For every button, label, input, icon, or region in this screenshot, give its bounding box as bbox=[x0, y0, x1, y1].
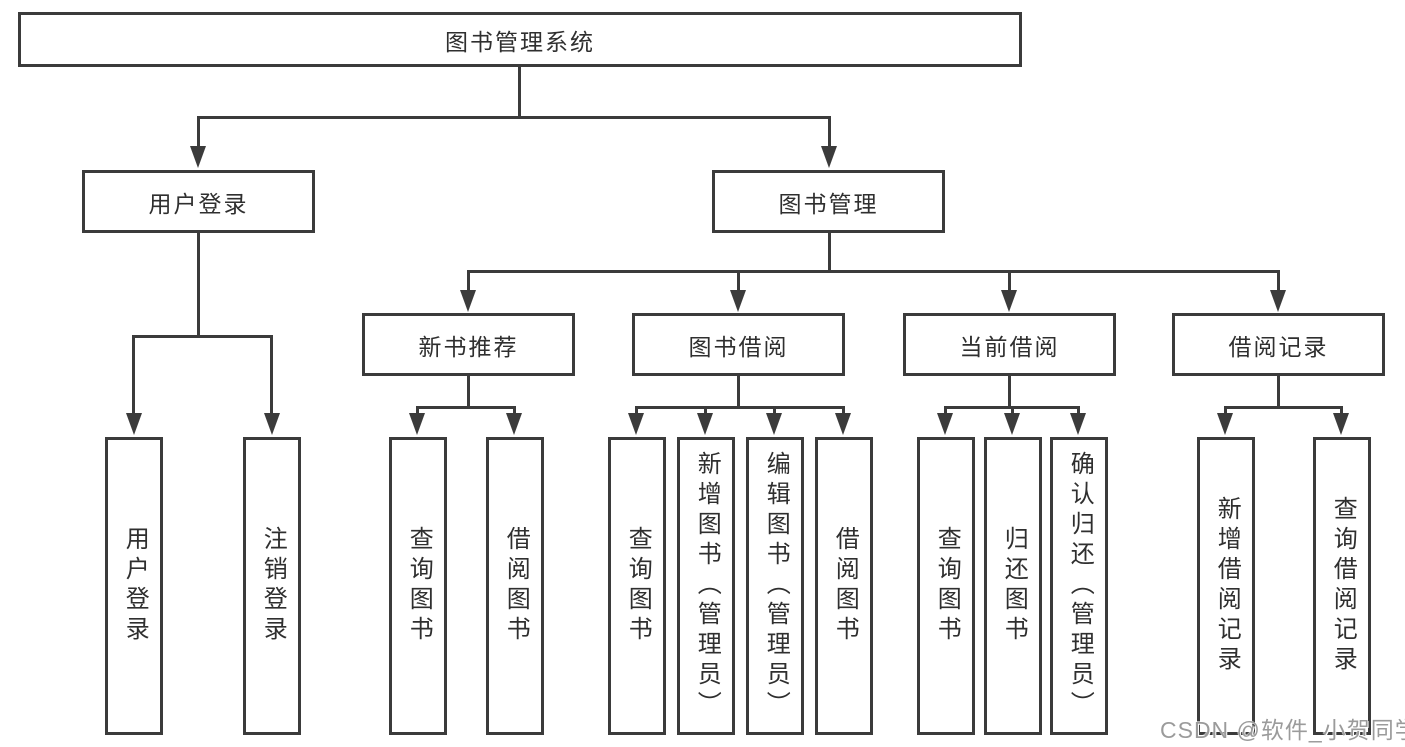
connector-line bbox=[416, 407, 419, 416]
leaf-borrow-books-borrowing: 借阅图书 bbox=[815, 437, 873, 735]
connector-line bbox=[1224, 406, 1343, 409]
connector-line bbox=[635, 407, 638, 416]
connector-line bbox=[828, 118, 831, 150]
leaf-query-borrow-record: 查询借阅记录 bbox=[1313, 437, 1371, 735]
leaf-add-book-admin: 新增图书（管理员） bbox=[677, 437, 735, 735]
connector-line bbox=[467, 272, 470, 292]
arrowhead bbox=[628, 413, 644, 435]
arrowhead bbox=[730, 290, 746, 312]
connector-line bbox=[635, 406, 845, 409]
arrowhead bbox=[190, 146, 206, 168]
connector-line bbox=[1224, 407, 1227, 416]
connector-line bbox=[1077, 407, 1080, 416]
arrowhead bbox=[1333, 413, 1349, 435]
connector-line bbox=[704, 407, 707, 416]
node-borrowing-records: 借阅记录 bbox=[1172, 313, 1385, 376]
connector-line bbox=[828, 233, 831, 273]
leaf-query-books-recommend: 查询图书 bbox=[389, 437, 447, 735]
arrowhead bbox=[126, 413, 142, 435]
leaf-borrow-books-recommend: 借阅图书 bbox=[486, 437, 544, 735]
arrowhead bbox=[264, 413, 280, 435]
arrowhead bbox=[766, 413, 782, 435]
connector-line bbox=[1277, 376, 1280, 409]
connector-line bbox=[1008, 272, 1011, 292]
arrowhead bbox=[1001, 290, 1017, 312]
arrowhead bbox=[821, 146, 837, 168]
leaf-user-login: 用户登录 bbox=[105, 437, 163, 735]
watermark: CSDN @软件_小贺同学 bbox=[1160, 717, 1405, 743]
leaf-add-borrow-record: 新增借阅记录 bbox=[1197, 437, 1255, 735]
leaf-edit-book-admin: 编辑图书（管理员） bbox=[746, 437, 804, 735]
connector-line bbox=[1011, 407, 1014, 416]
leaf-query-books-borrowing: 查询图书 bbox=[608, 437, 666, 735]
connector-line bbox=[773, 407, 776, 416]
connector-line bbox=[132, 337, 135, 415]
arrowhead bbox=[409, 413, 425, 435]
node-new-book-recommend: 新书推荐 bbox=[362, 313, 575, 376]
arrowhead bbox=[835, 413, 851, 435]
node-root: 图书管理系统 bbox=[18, 12, 1022, 67]
arrowhead bbox=[1217, 413, 1233, 435]
connector-line bbox=[467, 270, 1280, 273]
connector-line bbox=[944, 407, 947, 416]
connector-line bbox=[737, 376, 740, 409]
connector-line bbox=[1340, 407, 1343, 416]
arrowhead bbox=[460, 290, 476, 312]
connector-line bbox=[467, 376, 470, 409]
arrowhead bbox=[1004, 413, 1020, 435]
arrowhead bbox=[1270, 290, 1286, 312]
arrowhead bbox=[697, 413, 713, 435]
node-book-borrowing: 图书借阅 bbox=[632, 313, 845, 376]
arrowhead bbox=[937, 413, 953, 435]
connector-line bbox=[132, 335, 273, 338]
leaf-confirm-return-admin: 确认归还（管理员） bbox=[1050, 437, 1108, 735]
node-user-login: 用户登录 bbox=[82, 170, 315, 233]
leaf-query-books-current: 查询图书 bbox=[917, 437, 975, 735]
connector-line bbox=[842, 407, 845, 416]
connector-line bbox=[737, 272, 740, 292]
connector-line bbox=[270, 337, 273, 415]
connector-line bbox=[1277, 272, 1280, 292]
leaf-logout: 注销登录 bbox=[243, 437, 301, 735]
node-current-borrowing: 当前借阅 bbox=[903, 313, 1116, 376]
leaf-return-books: 归还图书 bbox=[984, 437, 1042, 735]
connector-line bbox=[518, 67, 521, 119]
node-book-management: 图书管理 bbox=[712, 170, 945, 233]
connector-line bbox=[197, 118, 200, 150]
connector-line bbox=[416, 406, 516, 409]
connector-line bbox=[197, 116, 831, 119]
arrowhead bbox=[1070, 413, 1086, 435]
connector-line bbox=[1008, 376, 1011, 409]
arrowhead bbox=[506, 413, 522, 435]
connector-line bbox=[197, 233, 200, 338]
connector-line bbox=[513, 407, 516, 416]
